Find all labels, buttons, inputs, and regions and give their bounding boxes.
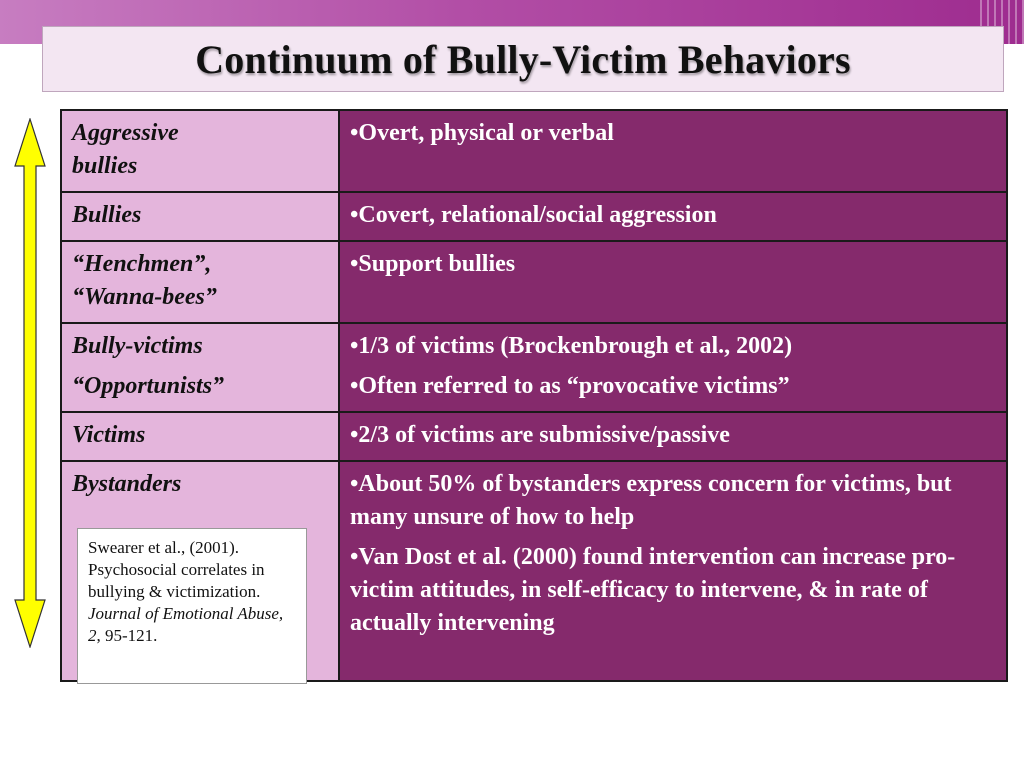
category-cell: Victims	[60, 411, 340, 462]
citation-text: Swearer et al., (2001). Psychosocial cor…	[88, 538, 265, 601]
description-item: •2/3 of victims are submissive/passive	[350, 422, 730, 448]
category-label: “Opportunists”	[72, 373, 225, 399]
description-item: •Often referred to as “provocative victi…	[350, 373, 790, 399]
description-cell: •About 50% of bystanders express concern…	[338, 460, 1008, 682]
table-row: Bullies •Covert, relational/social aggre…	[60, 191, 1008, 242]
category-label: Bully-victims	[72, 333, 203, 359]
citation-journal: Journal of Emotional Abuse, 2	[88, 604, 284, 645]
category-cell: Aggressive bullies	[60, 109, 340, 193]
category-label: “Wanna-bees”	[72, 284, 217, 310]
description-item: •Covert, relational/social aggression	[350, 202, 717, 228]
slide-title: Continuum of Bully-Victim Behaviors	[195, 36, 851, 82]
title-box: Continuum of Bully-Victim Behaviors	[42, 26, 1004, 92]
citation-pages: , 95-121.	[96, 626, 158, 645]
citation-box: Swearer et al., (2001). Psychosocial cor…	[77, 528, 307, 684]
table-row: Victims •2/3 of victims are submissive/p…	[60, 411, 1008, 462]
description-cell: •Support bullies	[338, 240, 1008, 324]
double-arrow-icon	[14, 118, 46, 648]
description-cell: •1/3 of victims (Brockenbrough et al., 2…	[338, 322, 1008, 413]
description-item: •About 50% of bystanders express concern…	[350, 471, 952, 530]
category-label: “Henchmen”,	[72, 251, 212, 277]
category-cell: Bully-victims “Opportunists”	[60, 322, 340, 413]
category-label: Bystanders	[72, 471, 182, 497]
category-label: Victims	[72, 422, 146, 448]
category-cell: Bullies	[60, 191, 340, 242]
table-row: Aggressive bullies •Overt, physical or v…	[60, 109, 1008, 193]
description-item: •1/3 of victims (Brockenbrough et al., 2…	[350, 333, 793, 359]
description-cell: •Covert, relational/social aggression	[338, 191, 1008, 242]
description-cell: •Overt, physical or verbal	[338, 109, 1008, 193]
category-label: bullies	[72, 153, 138, 179]
description-item: •Support bullies	[350, 251, 516, 277]
description-item: •Overt, physical or verbal	[350, 120, 614, 146]
description-cell: •2/3 of victims are submissive/passive	[338, 411, 1008, 462]
description-item: •Van Dost et al. (2000) found interventi…	[350, 544, 956, 636]
category-cell: “Henchmen”, “Wanna-bees”	[60, 240, 340, 324]
category-label: Bullies	[72, 202, 142, 228]
table-row: “Henchmen”, “Wanna-bees” •Support bullie…	[60, 240, 1008, 324]
table-row: Bully-victims “Opportunists” •1/3 of vic…	[60, 322, 1008, 413]
category-label: Aggressive	[72, 120, 179, 146]
